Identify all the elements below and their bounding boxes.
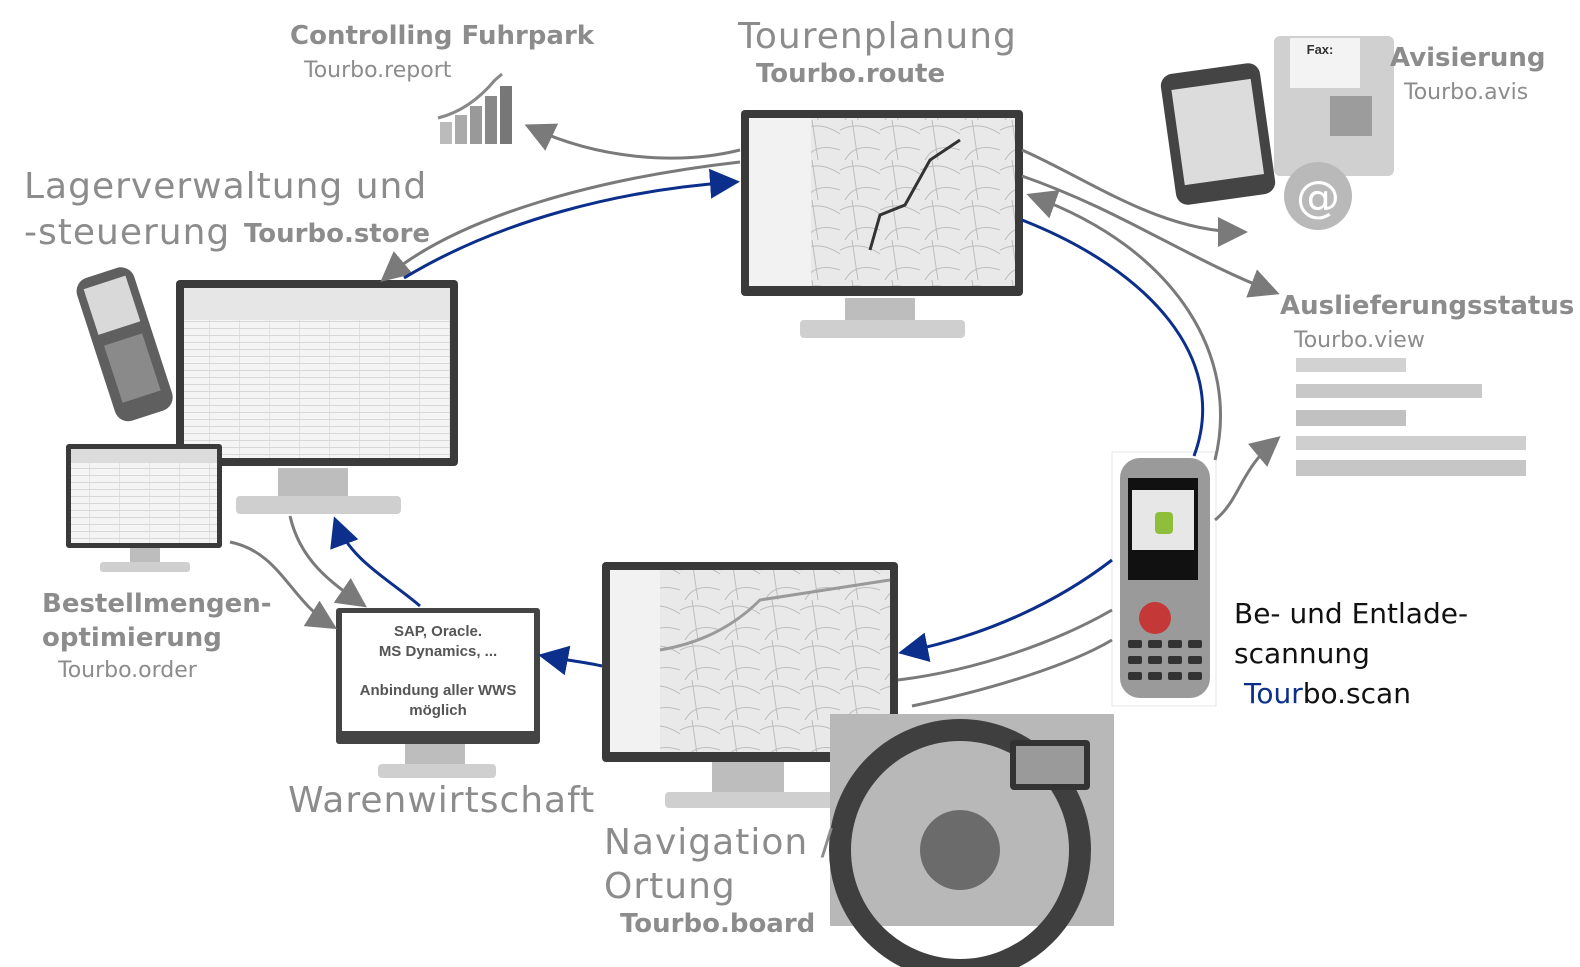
- erp-line1: SAP, Oracle.: [393, 623, 483, 640]
- android-scanner-device: [1111, 451, 1217, 707]
- arrow-scan-to-nav: [898, 558, 1113, 663]
- erp-line3: Anbindung aller WWS: [359, 681, 517, 699]
- avisierung-title: Avisierung: [1390, 43, 1546, 73]
- lager-title-line1: Lagerverwaltung und: [24, 166, 428, 207]
- arrow-route-to-avis: [1021, 148, 1248, 247]
- bestell-monitor: [66, 444, 222, 572]
- auslieferung-product: Tourbo.view: [1294, 328, 1425, 353]
- waren-title: Warenwirtschaft: [288, 780, 596, 821]
- arrow-order-to-erp: [229, 540, 338, 630]
- erp-line2: MS Dynamics, ...: [378, 643, 498, 661]
- blue-flow-arrows: [330, 168, 1205, 676]
- arrow-scan-to-view: [1214, 436, 1281, 522]
- scan-product: Tourbo.scan: [1244, 677, 1411, 710]
- auslieferung-title: Auslieferungsstatus: [1280, 291, 1575, 321]
- arrow-erp-to-store: [330, 516, 421, 608]
- nav-product: Tourbo.board: [620, 909, 816, 939]
- arrow-route-to-view: [1021, 174, 1280, 298]
- gray-flow-arrows: [229, 123, 1281, 708]
- bestell-product: Tourbo.order: [58, 658, 197, 683]
- report-chart-graphic: [437, 72, 512, 144]
- bestell-title-line1: Bestellmengen-: [42, 589, 272, 619]
- arrow-route-to-report: [524, 123, 741, 160]
- scan-product-prefix: Tour: [1244, 677, 1303, 710]
- nav-title-line1: Navigation /: [604, 822, 834, 863]
- status-bars-graphic: [1296, 358, 1526, 476]
- handheld-scanner-left: [76, 267, 173, 422]
- svg-text:@: @: [1296, 172, 1340, 223]
- arrow-store-to-erp: [288, 515, 367, 608]
- scan-title-line2: scannung: [1234, 637, 1370, 670]
- lager-title-line2: -steuerung: [24, 212, 231, 253]
- arrow-nav-to-scan-1: [897, 608, 1113, 682]
- arrow-store-to-route: [403, 168, 740, 280]
- scan-title-line1: Be- und Entlade-: [1234, 597, 1469, 630]
- navigation-monitor: [602, 562, 898, 808]
- erp-line4: möglich: [409, 701, 467, 719]
- truck-cockpit-photo: [829, 714, 1114, 967]
- erp-monitor: [336, 608, 540, 778]
- controlling-title: Controlling Fuhrpark: [290, 21, 595, 51]
- controlling-product: Tourbo.report: [304, 58, 452, 83]
- arrow-route-to-store: [380, 160, 741, 282]
- bestell-title-line2: optimierung: [42, 623, 222, 653]
- arrow-route-to-scan: [1021, 218, 1205, 457]
- lager-monitor: [176, 280, 458, 514]
- tourenplanung-monitor: [741, 110, 1023, 338]
- lager-product: Tourbo.store: [244, 219, 431, 249]
- tourenplanung-title: Tourenplanung: [738, 16, 1017, 57]
- arrow-nav-to-erp: [538, 645, 603, 676]
- avisierung-product: Tourbo.avis: [1404, 80, 1529, 105]
- avis-graphic: @: [1160, 36, 1394, 230]
- nav-title-line2: Ortung: [604, 866, 736, 907]
- arrow-scan-to-route: [1026, 190, 1223, 461]
- fax-title: Fax:: [1307, 42, 1334, 57]
- erp-screen-text: SAP, Oracle. MS Dynamics, ... Anbindung …: [342, 622, 534, 721]
- arrow-nav-to-scan-2: [911, 638, 1113, 708]
- scan-product-suffix: bo.scan: [1302, 677, 1411, 710]
- tourenplanung-product: Tourbo.route: [756, 59, 946, 89]
